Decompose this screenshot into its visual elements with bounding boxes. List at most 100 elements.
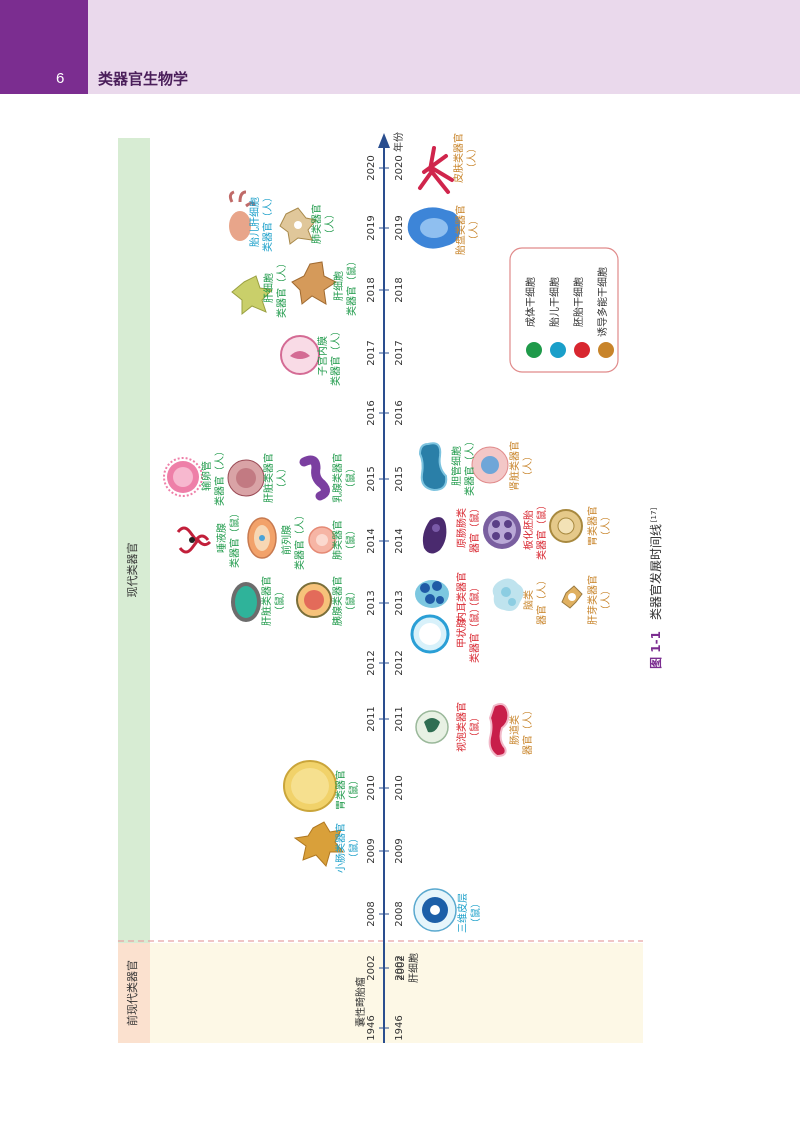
label-l2019c: 胎盘类器官 <box>454 205 467 255</box>
year-label-right: 2012 <box>394 650 405 675</box>
label-l2015e: 肾脏类器官 <box>508 441 521 491</box>
label-l2009: （鼠） <box>347 833 360 863</box>
label-l2014e: 类器官（鼠） <box>535 500 548 560</box>
legend-swatch <box>574 342 590 358</box>
label-l2014e: 板化胚胎 <box>522 510 535 550</box>
year-label-right: 2020 <box>394 155 405 180</box>
legend-swatch <box>550 342 566 358</box>
organoid-2018-hepatocyte-human <box>231 275 274 316</box>
axis-arrow-icon <box>378 133 390 148</box>
label-l2019a: 胎儿肝细胞 <box>248 197 261 247</box>
label-l2002: 2002 <box>396 955 407 980</box>
label-l2008: （鼠） <box>469 898 482 928</box>
book-title: 类器官生物学 <box>98 70 189 88</box>
label-l2013a: 肝脏类器官 <box>260 576 273 626</box>
label-l2014d: 器官（鼠） <box>468 503 481 553</box>
label-l2014b: 类器官（人） <box>293 510 306 570</box>
organoid-2014-gastruloid <box>422 517 447 554</box>
organoid-2012-thyroid <box>410 614 450 654</box>
organoid-2013-liver-mouse <box>231 582 261 622</box>
label-l2019a: 类器官（人） <box>261 192 274 252</box>
organoid-2013-liver-bud <box>561 585 583 609</box>
label-l2011b: 肠道类 <box>508 715 521 745</box>
year-label-right: 2009 <box>394 838 405 863</box>
organoid-2010-stomach <box>283 760 337 812</box>
label-l2012: 甲状腺 <box>455 618 468 648</box>
year-labels-right: 1946200220082009201020112012201320142015… <box>394 155 405 1040</box>
label-l2011a: （鼠） <box>468 712 481 742</box>
organoid-2018-hepatocyte-mouse <box>291 261 337 305</box>
organoid-2019-placenta <box>407 207 461 249</box>
year-labels-left: 1946200220082009201020112012201320142015… <box>366 155 377 1040</box>
label-l2013c: （鼠） <box>468 582 481 612</box>
label-l2011b: 器官（人） <box>521 705 534 755</box>
label-l2002: 肝细胞 <box>407 953 420 983</box>
year-label-left: 2009 <box>366 838 377 863</box>
label-l2019b: （人） <box>324 209 336 239</box>
legend-label: 胎儿干细胞 <box>548 277 561 327</box>
label-l2018a: 类器官（人） <box>275 258 288 318</box>
year-label-left: 2013 <box>366 590 377 615</box>
organoid-2019-lung-human <box>279 207 317 245</box>
label-l1946: 囊性畸胎瘤 <box>354 977 367 1027</box>
label-l2015b: （人） <box>276 463 288 493</box>
year-label-left: 2011 <box>366 706 377 731</box>
label-l2012: 类器官（鼠） <box>468 603 481 663</box>
label-l2015b: 肝脏类器官 <box>262 453 275 503</box>
caption-label: 图 1-1 <box>649 631 663 669</box>
label-l2013e: 肝芽类器官 <box>586 575 599 625</box>
organoid-2014-lung-mouse <box>308 526 336 554</box>
year-label-left: 2014 <box>366 528 377 553</box>
label-l2013b: （鼠） <box>344 586 357 616</box>
era-modern-label: 现代类器官 <box>125 543 139 598</box>
year-label-left: 2017 <box>366 340 377 365</box>
year-label-left: 2015 <box>366 466 377 491</box>
header-tab <box>0 0 88 94</box>
legend-label: 诱导多能干细胞 <box>596 267 609 337</box>
organoid-2014-salivary <box>176 526 212 554</box>
year-label-left: 2012 <box>366 650 377 675</box>
legend-swatch <box>526 342 542 358</box>
legend-label: 成体干细胞 <box>524 277 537 327</box>
organoid-2014-blastoid <box>483 511 521 549</box>
label-l2013d: 器官（人） <box>535 575 548 625</box>
label-l2013d: 脑类 <box>522 590 535 610</box>
label-l2014a: 类器官（鼠） <box>228 508 241 568</box>
label-l2015c: 乳腺类器官 <box>331 453 344 503</box>
organoid-2014-prostate <box>247 517 277 559</box>
year-label-left: 2016 <box>366 400 377 425</box>
label-l2017: 类器官（人） <box>329 326 342 386</box>
year-label-right: 2013 <box>394 590 405 615</box>
label-l2015c: （鼠） <box>344 463 357 493</box>
label-l2015d: 类器官（人） <box>463 436 476 496</box>
label-l2014a: 唾液腺 <box>215 523 228 553</box>
label-l2015e: （人） <box>522 451 534 481</box>
year-label-right: 2018 <box>394 277 405 302</box>
label-l2014c: 肺类器官 <box>331 520 344 560</box>
label-l2009: 小肠类器官 <box>334 823 347 873</box>
organoid-2013-inner-ear <box>415 580 449 608</box>
label-l2018b: 肝细胞 <box>332 271 345 301</box>
organoid-2014-stomach-human <box>549 509 583 543</box>
axis-ticks <box>379 167 389 1029</box>
label-l2015a: 输卵管 <box>200 461 213 491</box>
premodern-era-band <box>118 943 150 1043</box>
label-l2013e: （人） <box>600 585 612 615</box>
label-l2014d: 原肠肠类 <box>455 508 468 548</box>
label-l2010: 胃类器官 <box>334 770 347 810</box>
year-label-left: 2008 <box>366 901 377 926</box>
year-label-left: 2019 <box>366 215 377 240</box>
page-number: 6 <box>56 70 65 87</box>
year-label-right: 2015 <box>394 466 405 491</box>
label-l2020: （人） <box>466 143 478 173</box>
organoid-2013-pancreas <box>296 582 332 618</box>
label-l2010: （鼠） <box>347 775 360 805</box>
label-l2013a: （鼠） <box>273 586 286 616</box>
premodern-era-area <box>150 943 643 1043</box>
organoid-2013-brain <box>492 578 524 611</box>
label-l2014b: 前列腺 <box>280 525 293 555</box>
year-label-left: 2010 <box>366 775 377 800</box>
label-l2013c: 内耳类器官 <box>455 572 468 622</box>
organoid-2009-small-intestine <box>293 821 345 868</box>
